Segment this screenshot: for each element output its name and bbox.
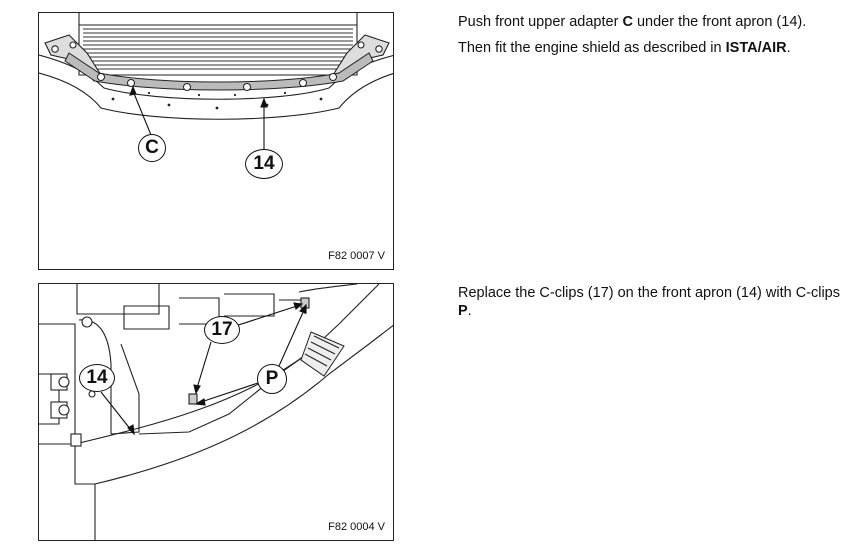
- figure-id-label: F82 0007 V: [328, 250, 385, 262]
- instruction-text: .: [786, 40, 791, 56]
- instruction-text: .: [467, 303, 472, 319]
- instruction-text: Push front upper adapter: [458, 14, 623, 30]
- callout-17: 17: [204, 316, 240, 344]
- instruction-fit-shield: Then fit the engine shield as described …: [458, 39, 848, 57]
- instruction-step-1: Push front upper adapter C under the fro…: [458, 13, 848, 65]
- instruction-replace-clips: Replace the C-clips (17) on the front ap…: [458, 284, 848, 320]
- callout-p: P: [257, 364, 287, 394]
- reference-label: ISTA/AIR: [725, 40, 787, 56]
- clip-label: P: [458, 303, 468, 319]
- figure-id-label: F82 0004 V: [328, 521, 385, 533]
- instruction-text: under the front apron (14).: [632, 14, 807, 30]
- instruction-step-2: Replace the C-clips (17) on the front ap…: [458, 284, 848, 328]
- instruction-push-adapter: Push front upper adapter C under the fro…: [458, 13, 848, 31]
- illustration-apron-underside: [39, 284, 393, 540]
- instruction-text: Then fit the engine shield as described …: [458, 40, 726, 56]
- instruction-text: Replace the C-clips (17) on the front ap…: [458, 285, 840, 301]
- figure-front-upper-adapter: C 14 F82 0007 V: [38, 12, 394, 270]
- callout-14: 14: [79, 364, 115, 392]
- callout-14: 14: [245, 149, 283, 179]
- adapter-label: C: [622, 14, 633, 30]
- callout-c: C: [138, 134, 166, 162]
- figure-c-clips: 17 14 P F82 0004 V: [38, 283, 394, 541]
- illustration-radiator-apron: [39, 13, 393, 151]
